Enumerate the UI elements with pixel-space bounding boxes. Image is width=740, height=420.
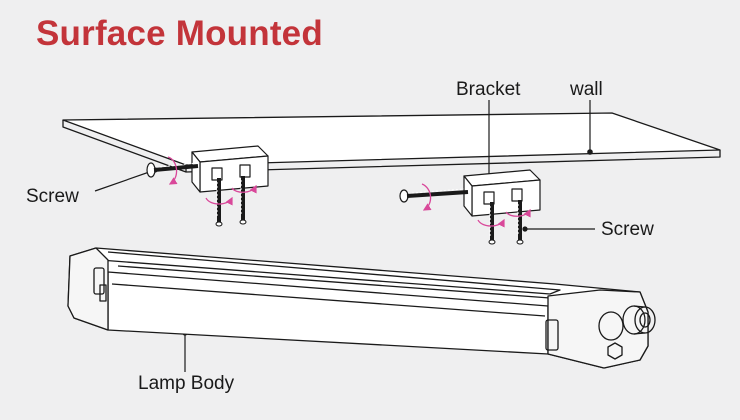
screw-left-horizontal bbox=[146, 162, 199, 178]
label-screw-right: Screw bbox=[601, 219, 654, 240]
screw-right-vertical-1 bbox=[488, 202, 496, 245]
label-wall: wall bbox=[570, 79, 603, 100]
screw-left-vertical-2 bbox=[239, 176, 247, 225]
lamp-body bbox=[67, 247, 656, 369]
label-bracket: Bracket bbox=[456, 79, 521, 100]
screw-right-horizontal bbox=[399, 188, 469, 203]
screw-left-vertical-1 bbox=[215, 178, 223, 227]
label-lamp-body: Lamp Body bbox=[138, 373, 235, 394]
rotation-arrows-left bbox=[167, 156, 257, 206]
label-screw-left: Screw bbox=[26, 186, 79, 207]
wall-plate bbox=[62, 112, 721, 173]
rotation-arrows-right bbox=[421, 183, 531, 228]
page-title: Surface Mounted bbox=[36, 14, 323, 53]
screw-right-vertical-2 bbox=[516, 200, 524, 245]
bracket-right bbox=[463, 169, 541, 217]
bracket-left bbox=[191, 145, 269, 193]
